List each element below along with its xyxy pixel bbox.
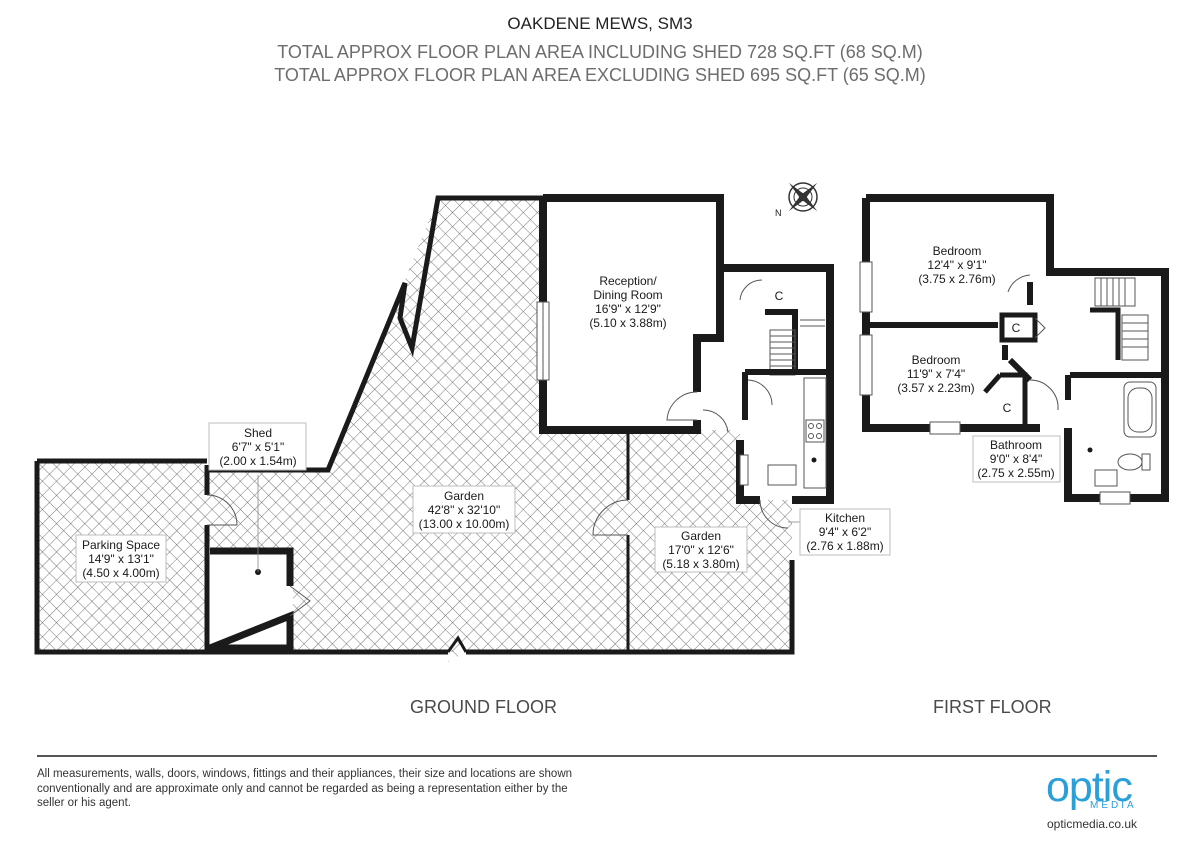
house-ground-interior <box>543 198 830 500</box>
bedroom2-label: Bedroom <box>912 353 961 367</box>
parking-dimensions: 14'9" x 13'1" <box>88 552 154 566</box>
bedroom1-dimensions-metric: (3.75 x 2.76m) <box>918 272 995 286</box>
bedroom-window <box>859 261 873 313</box>
first-cupboard-b-label: C <box>1003 401 1012 415</box>
kitchen-back-door <box>759 499 789 529</box>
bedroom1-dimensions: 12'4" x 9'1" <box>927 258 986 272</box>
bedroom-window <box>859 334 873 396</box>
kitchen-dimensions: 9'4" x 6'2" <box>819 525 871 539</box>
reception-label: Dining Room <box>593 288 662 302</box>
garden-small-label: Garden <box>681 529 721 543</box>
cupboard-b-wall <box>1000 372 1028 425</box>
area-excluding-shed: TOTAL APPROX FLOOR PLAN AREA EXCLUDING S… <box>274 65 926 85</box>
cupboard-b-wall <box>983 373 1002 394</box>
bathroom-door <box>1029 379 1059 411</box>
kitchen-label-box <box>799 508 891 556</box>
garden-small-label-box <box>654 526 748 573</box>
disclaimer-text: All measurements, walls, doors, windows,… <box>37 768 573 809</box>
garden-main-area <box>207 198 628 662</box>
bathroom-window <box>1099 491 1131 505</box>
parking-dimensions-metric: (4.50 x 4.00m) <box>82 566 159 580</box>
first-cupboard-a-label: C <box>1012 321 1021 335</box>
garden-main-label: Garden <box>444 489 484 503</box>
kitchen-door <box>747 379 773 406</box>
ground-boundary-wall <box>34 195 795 655</box>
shed-label-box <box>208 422 307 471</box>
kitchen-light <box>811 457 817 463</box>
ground-floor-heading: GROUND FLOOR <box>410 697 558 717</box>
plan-title: OAKDENE MEWS, SM3 <box>507 14 693 33</box>
first-floor-staircase <box>1094 277 1149 361</box>
area-including-shed: TOTAL APPROX FLOOR PLAN AREA INCLUDING S… <box>277 42 923 62</box>
garden-small-dimensions: 17'0" x 12'6" <box>668 543 734 557</box>
garden-main-dimensions-metric: (13.00 x 10.00m) <box>419 517 510 531</box>
kitchen-label: Kitchen <box>825 511 865 525</box>
basin <box>1094 469 1118 487</box>
kitchen-dimensions-metric: (2.76 x 1.88m) <box>806 539 883 553</box>
hob <box>805 419 825 443</box>
reception-dimensions: 16'9" x 12'9" <box>595 302 661 316</box>
stair-wall <box>1090 307 1121 360</box>
compass-rose-icon: N <box>775 182 818 218</box>
first-floor-heading: FIRST FLOOR <box>933 697 1052 717</box>
bedroom-window <box>929 421 961 435</box>
garden-small-dimensions-metric: (5.18 x 3.80m) <box>662 557 739 571</box>
garden-main-dimensions: 42'8" x 32'10" <box>428 503 501 517</box>
shed-wall <box>208 547 294 652</box>
bathtub <box>1123 381 1157 438</box>
bathroom-label: Bathroom <box>990 438 1042 452</box>
logo-word: optic <box>1046 763 1133 811</box>
bedroom1-label: Bedroom <box>933 244 982 258</box>
garden-gate <box>592 499 629 536</box>
parking-label-box <box>75 534 167 583</box>
cupboard-a-door <box>1034 317 1046 339</box>
optic-media-logo: optic MEDIA <box>1046 764 1162 814</box>
reception-label: Reception/ <box>599 274 657 288</box>
first-floor-plan <box>859 194 1169 505</box>
bathroom-dimensions-metric: (2.75 x 2.55m) <box>977 466 1054 480</box>
shed-dimensions: 6'7" x 5'1" <box>232 440 284 454</box>
compass-north-label: N <box>775 208 782 218</box>
bathroom-light <box>1087 447 1093 453</box>
shed-dimensions-metric: (2.00 x 1.54m) <box>219 454 296 468</box>
reception-dimensions-metric: (5.10 x 3.88m) <box>589 316 666 330</box>
bedroom1-door <box>1007 274 1031 293</box>
bedroom2-dimensions: 11'9" x 7'4" <box>907 367 965 381</box>
parking-gate <box>206 494 238 526</box>
cupboard-door <box>739 279 763 301</box>
shed-door <box>289 585 311 617</box>
garden-main-label-box <box>412 485 516 534</box>
logo-subtitle: MEDIA <box>1090 800 1137 811</box>
kitchen-counter <box>803 377 827 489</box>
ground-cupboard-label: C <box>775 289 784 303</box>
kitchen-sink <box>767 464 797 486</box>
bathroom-dimensions: 9'0" x 8'4" <box>990 452 1042 466</box>
house-ground-wall <box>539 194 834 504</box>
website-link[interactable]: opticmedia.co.uk <box>1047 817 1138 831</box>
front-door <box>666 391 698 421</box>
hall-door <box>702 409 729 433</box>
ground-floor-plan <box>34 194 834 662</box>
cupboard-a-wall <box>999 312 1038 343</box>
bedroom2-dimensions-metric: (3.57 x 2.23m) <box>897 381 974 395</box>
footer-divider <box>37 755 1157 757</box>
bathroom-label-box <box>972 435 1061 483</box>
ground-boundary-break <box>446 635 468 653</box>
shed-label: Shed <box>244 426 272 440</box>
kitchen-window <box>739 454 749 486</box>
parking-label: Parking Space <box>82 538 160 552</box>
